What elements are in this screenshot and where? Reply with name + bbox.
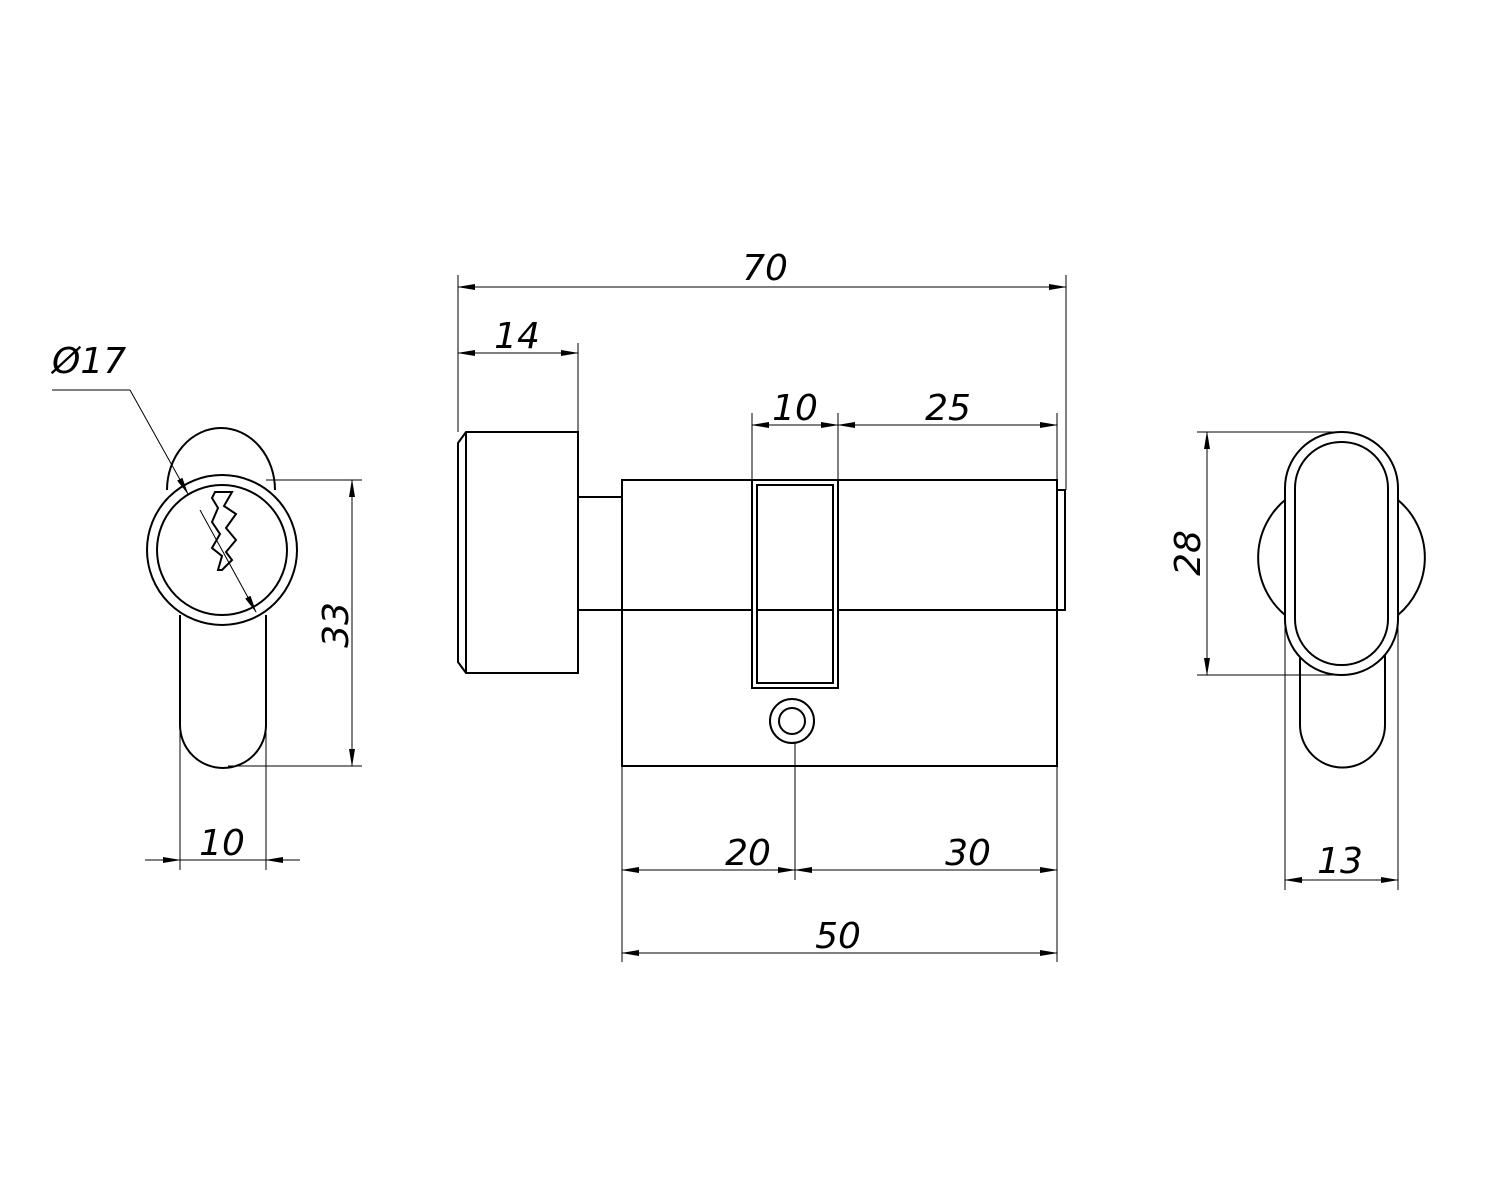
dim-knob-height: 28 — [1168, 530, 1209, 576]
screw-hole-inner — [778, 707, 806, 735]
dim-cam-to-end: 25 — [925, 388, 971, 429]
end-nub — [1056, 489, 1066, 611]
dim-body-left: 20 — [725, 833, 771, 874]
dim-diameter: Ø17 — [50, 341, 126, 382]
cam-inner — [756, 484, 834, 684]
dim-cam-width: 10 — [772, 388, 818, 429]
dim-width-left: 10 — [199, 823, 245, 864]
screw-hole-outer — [769, 698, 815, 744]
dim-height-left: 33 — [316, 602, 357, 648]
cam-top-outline — [166, 427, 276, 491]
dim-knob-length: 14 — [494, 316, 540, 357]
dim-body-right: 30 — [945, 833, 991, 874]
knob-inner — [1294, 441, 1389, 666]
side-view: 70 14 10 25 20 30 50 — [457, 248, 1067, 962]
cam-outer — [751, 479, 839, 689]
dim-overall-length: 70 — [742, 248, 788, 289]
shaft — [577, 496, 623, 611]
cam-bottom-outline-right — [1299, 650, 1386, 769]
cam-bottom-outline — [179, 615, 267, 769]
dim-body-length: 50 — [815, 916, 861, 957]
dim-knob-width: 13 — [1317, 841, 1363, 882]
keyway-icon — [210, 491, 238, 571]
front-view: 33 10 Ø17 — [50, 341, 362, 870]
cylinder-outer-circle — [146, 474, 298, 626]
thumb-knob — [457, 431, 579, 674]
knob-outer — [1284, 431, 1399, 676]
knob-end-view: 28 13 — [1168, 431, 1426, 890]
cylinder-body — [621, 479, 1058, 767]
cylinder-inner-circle — [156, 484, 288, 616]
